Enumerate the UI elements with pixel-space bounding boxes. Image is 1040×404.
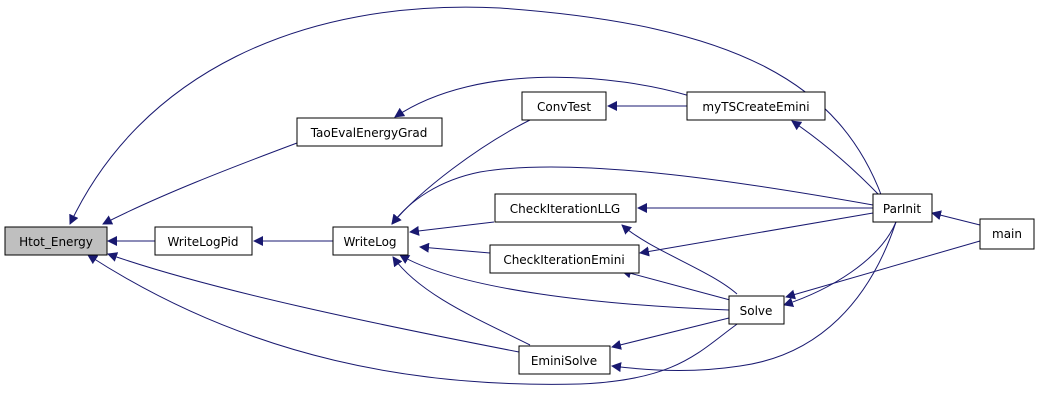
node-htot-energy[interactable]: Htot_Energy <box>4 226 108 256</box>
edge-parinit-to-eminisolve <box>611 221 897 373</box>
node-writelog[interactable]: WriteLog <box>332 226 409 256</box>
node-box-writelog <box>332 226 409 256</box>
node-box-main <box>979 218 1035 250</box>
node-label-eminisolve: EminiSolve <box>531 354 597 368</box>
node-box-checkiterationemini <box>489 244 640 274</box>
edge-solve-to-htot <box>87 254 741 385</box>
node-box-eminisolve <box>518 345 611 375</box>
node-solve[interactable]: Solve <box>728 295 785 325</box>
node-label-main: main <box>992 227 1022 241</box>
node-checkiterationemini[interactable]: CheckIterationEmini <box>489 244 640 274</box>
node-label-writelogpid: WriteLogPid <box>167 235 238 249</box>
node-label-mytscreateemini: myTSCreateEmini <box>702 100 809 114</box>
node-label-checkiterationemini: CheckIterationEmini <box>503 253 624 267</box>
edge-solve-to-eminisolve <box>611 317 730 350</box>
node-mytscreateemini[interactable]: myTSCreateEmini <box>686 91 826 121</box>
node-label-convtest: ConvTest <box>537 100 591 114</box>
node-writelogpid[interactable]: WriteLogPid <box>154 226 253 256</box>
node-box-parinit <box>872 193 933 223</box>
node-label-htot-energy: Htot_Energy <box>19 235 93 249</box>
edge-checkllg-to-writelog <box>409 221 495 236</box>
edge-solve-to-checkllg <box>621 224 738 295</box>
node-convtest[interactable]: ConvTest <box>521 91 607 121</box>
edge-main-to-solve <box>785 240 981 300</box>
node-taoevalenergygrad[interactable]: TaoEvalEnergyGrad <box>296 117 443 147</box>
node-box-checkiterationllg <box>494 193 637 223</box>
edge-solve-to-checkemini <box>621 268 731 301</box>
node-label-taoevalenergygrad: TaoEvalEnergyGrad <box>310 126 428 140</box>
edge-checkemini-to-writelog <box>419 242 491 254</box>
edge-parinit-to-mytscreate <box>791 120 881 197</box>
node-checkiterationllg[interactable]: CheckIterationLLG <box>494 193 637 223</box>
node-box-mytscreateemini <box>686 91 826 121</box>
nodes: Htot_Energy WriteLogPid TaoEvalEnergyGra… <box>4 91 1035 375</box>
node-main[interactable]: main <box>979 218 1035 250</box>
node-label-parinit: ParInit <box>883 202 921 216</box>
node-label-writelog: WriteLog <box>343 235 396 249</box>
node-parinit[interactable]: ParInit <box>872 193 933 223</box>
node-label-solve: Solve <box>740 304 773 318</box>
edge-parinit-to-solve <box>783 221 897 307</box>
edge-eminisolve-to-htot <box>107 252 520 353</box>
node-eminisolve[interactable]: EminiSolve <box>518 345 611 375</box>
edge-eminisolve-to-writelog <box>392 256 531 346</box>
edge-main-to-parinit <box>931 210 981 226</box>
edge-solve-to-writelog <box>399 254 730 311</box>
edge-parinit-to-checkemini <box>639 212 874 257</box>
edge-parinit-to-writelog <box>391 166 874 225</box>
node-label-checkiterationllg: CheckIterationLLG <box>510 202 620 216</box>
node-box-htot-energy <box>4 226 108 256</box>
edge-mytscreate-to-taoeval <box>394 76 691 118</box>
edge-taoeval-to-htot <box>102 142 298 225</box>
edges <box>69 6 981 385</box>
node-box-taoevalenergygrad <box>296 117 443 147</box>
node-box-writelogpid <box>154 226 253 256</box>
node-box-convtest <box>521 91 607 121</box>
node-box-solve <box>728 295 785 325</box>
